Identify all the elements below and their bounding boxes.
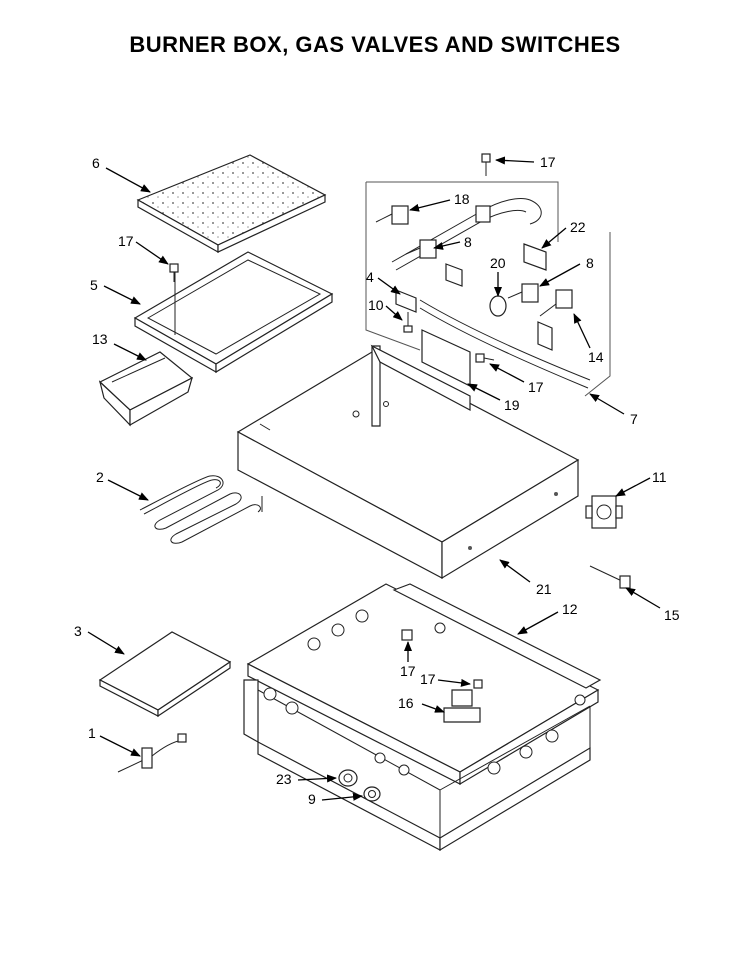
callout-11: 11 [652,469,667,485]
part-2-heating-element [139,475,263,544]
callout-8-lower: 8 [586,255,594,271]
part-11-regulator [585,495,623,529]
part-9-bushing [363,786,381,802]
part-1-igniter [117,733,187,773]
callout-8-upper: 8 [464,234,472,250]
part-5-tray-frame [133,251,334,374]
callout-21: 21 [536,581,552,597]
callout-17-tray: 17 [118,233,134,249]
part-12-lower-chassis [243,583,602,852]
part-23-bushing [338,769,358,787]
callout-12: 12 [562,601,578,617]
callout-17-bracket: 17 [420,671,436,687]
callout-1: 1 [88,725,96,741]
callout-15: 15 [664,607,680,623]
callout-16: 16 [398,695,414,711]
callout-2: 2 [96,469,104,485]
callout-23: 23 [276,771,292,787]
callout-7: 7 [630,411,638,427]
part-21-burner-box [236,344,580,580]
callout-19: 19 [504,397,520,413]
diagram-title: BURNER BOX, GAS VALVES AND SWITCHES [129,32,621,57]
part-13-grease-tray [98,351,194,427]
callout-9: 9 [308,791,316,807]
part-15-probe [589,565,631,589]
callout-labels: 6 17 18 8 22 17 5 4 20 8 10 13 14 17 19 … [74,154,680,807]
callout-6: 6 [92,155,100,171]
callout-3: 3 [74,623,82,639]
callout-22: 22 [570,219,586,235]
callout-17-chassis: 17 [400,663,416,679]
callout-17-plate: 17 [528,379,544,395]
leader-lines [87,156,661,801]
callout-20: 20 [490,255,506,271]
callout-13: 13 [92,331,108,347]
callout-14: 14 [588,349,604,365]
callout-5: 5 [90,277,98,293]
callout-10: 10 [368,297,384,313]
part-3-drip-pan [98,631,232,718]
callout-18: 18 [454,191,470,207]
valve-assembly-group [169,153,611,397]
callout-4: 4 [366,269,374,285]
callout-17-top: 17 [540,154,556,170]
part-6-griddle-stone [136,154,327,254]
